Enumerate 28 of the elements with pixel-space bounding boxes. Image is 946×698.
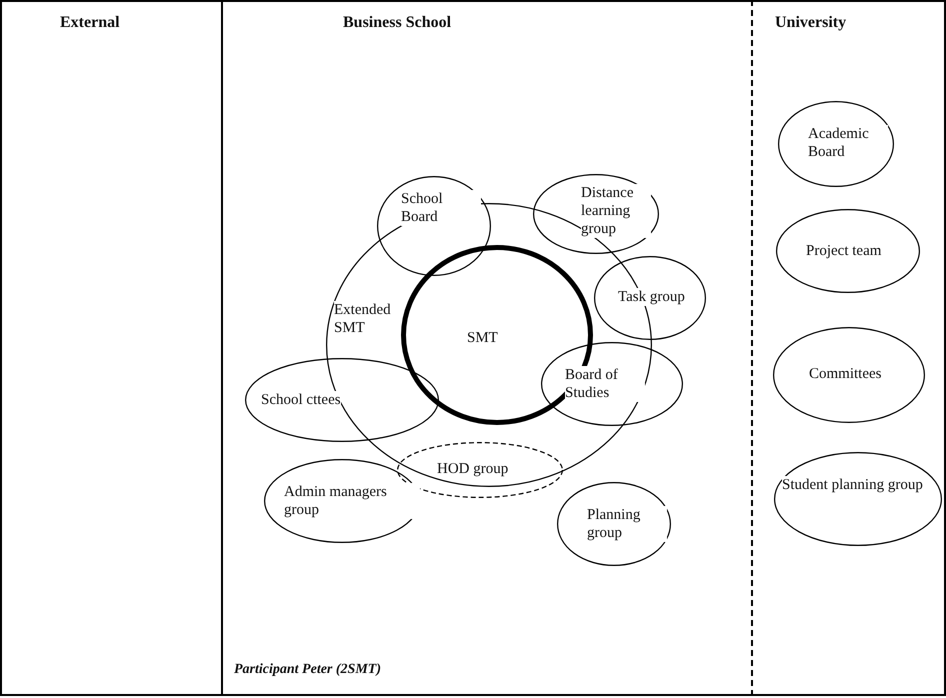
- group-ellipse: [264, 459, 420, 543]
- group-label: Project team: [806, 242, 882, 260]
- group-label: Board of Studies: [565, 366, 645, 402]
- participant-caption: Participant Peter (2SMT): [234, 662, 381, 678]
- group-ellipse: [774, 452, 942, 546]
- group-label: Academic Board: [808, 125, 888, 161]
- column-panel: [751, 0, 946, 696]
- group-ellipse: [773, 327, 925, 423]
- column-panel: [221, 0, 751, 696]
- group-ellipse: [778, 101, 894, 187]
- group-ellipse: [594, 256, 706, 340]
- group-ellipse: [541, 342, 683, 426]
- group-label: Planning group: [587, 506, 667, 542]
- column-heading: External: [60, 14, 120, 32]
- group-ellipse: [557, 482, 671, 566]
- column-heading: Business School: [343, 14, 452, 32]
- group-label: HOD group: [437, 460, 508, 478]
- group-label: Distance learning group: [581, 184, 651, 238]
- group-label: School Board: [401, 190, 481, 226]
- group-ellipse: [245, 358, 439, 442]
- group-label: Admin managers group: [284, 483, 420, 519]
- group-label: Student planning group: [782, 476, 923, 494]
- group-ellipse: [377, 176, 491, 276]
- column-panel: [0, 0, 221, 696]
- group-ellipse: [533, 174, 659, 254]
- group-label: Task group: [618, 288, 685, 306]
- group-ellipse: [776, 209, 920, 293]
- column-heading: University: [775, 14, 846, 32]
